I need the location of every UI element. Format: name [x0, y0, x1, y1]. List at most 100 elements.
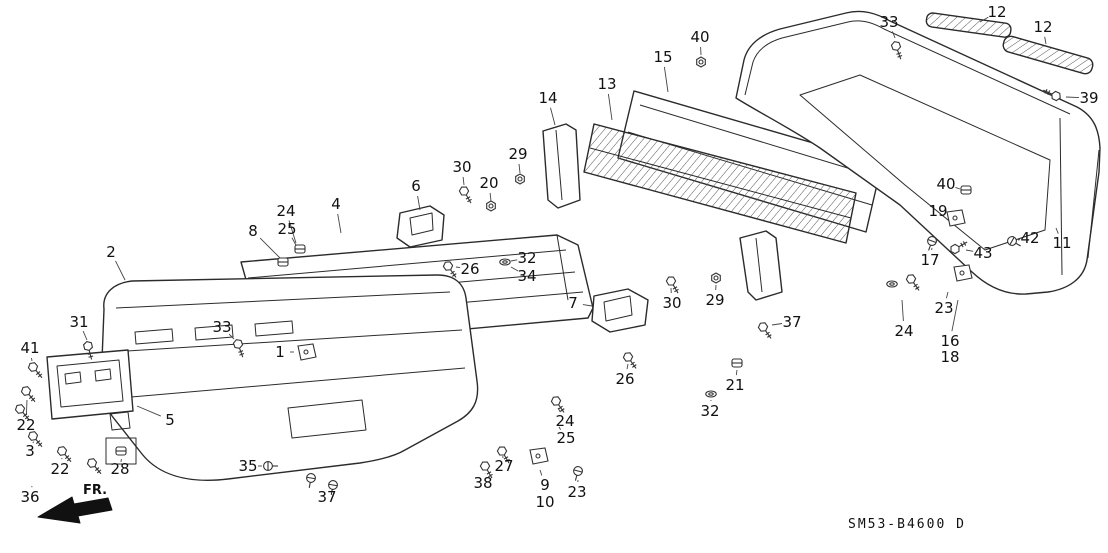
leader-line: [663, 66, 669, 93]
callout-14: 14: [538, 89, 557, 107]
washer-icon: [705, 390, 717, 398]
leader-line: [25, 399, 28, 416]
bolt-icon: [1043, 88, 1061, 102]
bracket-icon: [297, 343, 317, 361]
screw-icon: [328, 480, 338, 495]
nut-icon: [696, 56, 706, 68]
leader-line: [1055, 227, 1059, 234]
nut-icon: [515, 173, 525, 185]
callout-42: 42: [1020, 229, 1039, 247]
callout-37: 37: [782, 313, 801, 331]
leader-line: [288, 220, 297, 244]
callout-22: 22: [16, 416, 35, 434]
leader-line: [607, 93, 613, 121]
screw-icon: [263, 461, 278, 471]
callout-9: 9: [540, 476, 550, 494]
leader-line: [455, 266, 461, 269]
bolt-icon: [496, 446, 510, 464]
callout-38: 38: [473, 474, 492, 492]
bolt-icon: [905, 274, 920, 291]
leader-line: [337, 213, 342, 234]
screw-icon: [573, 466, 583, 481]
callout-16: 16: [940, 332, 959, 350]
bolt-icon: [622, 352, 637, 369]
leader-line: [582, 304, 593, 307]
leader-line: [510, 259, 518, 262]
leader-line: [539, 469, 543, 476]
callout-23: 23: [567, 483, 586, 501]
callout-13: 13: [597, 75, 616, 93]
callout-31: 31: [69, 313, 88, 331]
callout-19: 19: [928, 202, 947, 220]
diagram-part-code: SM53-B4600 D: [848, 517, 966, 532]
callout-6: 6: [411, 177, 421, 195]
screw-icon: [306, 473, 316, 488]
rear-beam-bracket-right: [739, 230, 783, 301]
clip-icon: [731, 358, 743, 368]
bracket-icon: [529, 447, 549, 465]
screw-icon: [927, 236, 937, 251]
callout-29: 29: [705, 291, 724, 309]
bolt-icon: [82, 340, 94, 360]
callout-18: 18: [940, 348, 959, 366]
callout-20: 20: [479, 174, 498, 192]
callout-8: 8: [248, 222, 258, 240]
callout-27: 27: [494, 457, 513, 475]
clip-icon: [115, 446, 127, 456]
callout-25: 25: [277, 220, 296, 238]
bracket-icon: [953, 264, 973, 282]
bolt-icon: [27, 431, 43, 448]
callout-33: 33: [879, 13, 898, 31]
bolt-icon: [479, 461, 493, 479]
callout-3: 3: [25, 442, 35, 460]
callout-12: 12: [987, 3, 1006, 21]
clip-box-outline: [105, 437, 137, 465]
screw-icon: [1007, 236, 1021, 247]
leader-line: [31, 357, 33, 362]
leader-line: [115, 260, 126, 281]
callout-2: 2: [106, 243, 116, 261]
callout-7: 7: [568, 294, 578, 312]
callout-41: 41: [20, 339, 39, 357]
callout-32: 32: [700, 402, 719, 420]
callout-22: 22: [50, 460, 69, 478]
leader-line: [626, 363, 629, 370]
callout-17: 17: [920, 251, 939, 269]
leader-line: [32, 441, 34, 444]
bumper-stay-right: [591, 288, 649, 333]
leader-line: [735, 369, 738, 376]
bolt-icon: [14, 404, 30, 421]
callout-12: 12: [1033, 18, 1052, 36]
callout-37: 37: [317, 488, 336, 506]
leader-line: [550, 107, 556, 126]
callout-30: 30: [452, 158, 471, 176]
leader-line: [82, 330, 88, 341]
bracket-icon: [946, 209, 966, 227]
bolt-icon: [890, 41, 903, 60]
callout-34: 34: [517, 267, 536, 285]
bolt-icon: [56, 446, 72, 463]
leader-line: [1065, 96, 1080, 99]
callout-36: 36: [20, 488, 39, 506]
callout-11: 11: [1052, 234, 1071, 252]
bolt-icon: [950, 241, 968, 255]
bolt-icon: [665, 276, 679, 294]
leader-line: [462, 176, 465, 186]
bolt-icon: [86, 458, 102, 475]
callout-28: 28: [110, 460, 129, 478]
callout-21: 21: [725, 376, 744, 394]
washer-icon: [886, 280, 898, 288]
leader-line: [892, 31, 896, 39]
trim-strip-left: [925, 12, 1012, 38]
callout-40: 40: [690, 28, 709, 46]
leader-line: [558, 426, 561, 430]
callout-29: 29: [508, 145, 527, 163]
nut-icon: [711, 272, 721, 284]
front-bumper: [101, 274, 479, 481]
washer-icon: [499, 258, 511, 266]
leader-line: [557, 407, 561, 413]
callout-26: 26: [460, 260, 479, 278]
